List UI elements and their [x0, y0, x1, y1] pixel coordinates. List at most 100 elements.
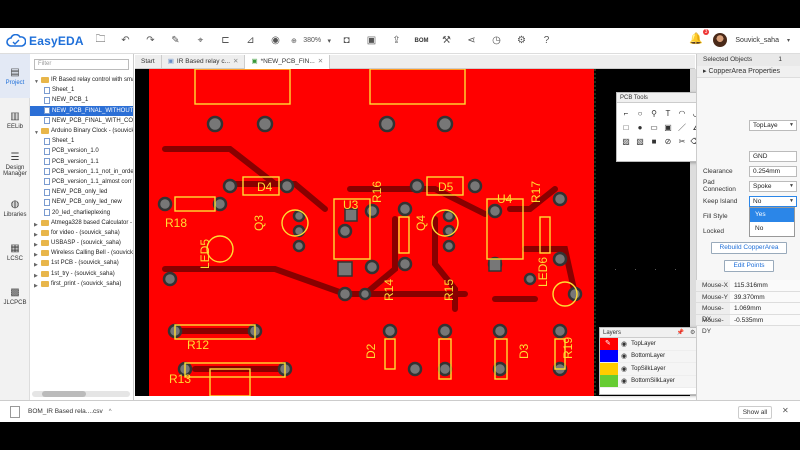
tree-item[interactable]: ▼Arduino Binary Clock - (souvick [30, 126, 133, 136]
zoom-icon[interactable]: ⊕380%▾ [291, 37, 331, 45]
chevron-down-icon[interactable]: ▾ [786, 37, 790, 44]
measure-icon[interactable]: ⊿ [246, 35, 255, 46]
tree-item[interactable]: NEW_PCB_FINAL_WITHOUT [30, 105, 133, 116]
tree-item[interactable]: ▶1st_try - (souvick_saha) [30, 269, 133, 279]
chevron-icon[interactable]: ▶ [34, 272, 38, 279]
fill-icon[interactable]: ▨ [622, 136, 630, 146]
tree-item[interactable]: ▶Atmega328 based Calculator - ( [30, 218, 133, 228]
tree-item[interactable]: NEW_PCB_only_led [30, 187, 133, 197]
rail-item-libraries[interactable]: ◍Libraries [0, 186, 30, 230]
rail-item-jlcpcb[interactable]: ▩JLCPCB [0, 274, 30, 318]
silk-label-d5[interactable]: D5 [438, 180, 454, 194]
tab-0[interactable]: Start [135, 55, 162, 69]
undo-icon[interactable]: ↶ [121, 35, 130, 46]
tree-item[interactable]: PCB_version_1.1_almost corr [30, 177, 133, 187]
tree-item[interactable]: ▶first_print - (souvick_saha) [30, 279, 133, 289]
filter-input[interactable]: Filter [34, 59, 129, 70]
export-icon[interactable]: ⇪ [392, 35, 401, 46]
camera-icon[interactable]: ◘ [343, 35, 350, 46]
tab-1[interactable]: ▣IR Based relay c...✕ [162, 55, 246, 69]
chevron-icon[interactable]: ▶ [34, 221, 38, 228]
tree-item[interactable]: ▶for video - (souvick_saha) [30, 228, 133, 238]
tree-item[interactable]: Sheet_1 [30, 85, 133, 95]
dropdown-option-yes[interactable]: Yes [750, 208, 794, 222]
silk-label-d3[interactable]: D3 [517, 343, 531, 359]
pad-icon[interactable]: ● [637, 122, 643, 132]
rail-item-design-manager[interactable]: ☰Design Manager [0, 142, 30, 186]
eye-icon[interactable]: ◉ [621, 365, 628, 373]
silk-label-r19[interactable]: R19 [561, 337, 575, 359]
chevron-icon[interactable]: ▼ [34, 130, 39, 137]
layer-row[interactable]: ✎◉TopLayer [600, 337, 712, 351]
silk-label-u4[interactable]: U4 [497, 192, 513, 206]
chevron-icon[interactable]: ▶ [34, 231, 38, 238]
chevron-icon[interactable]: ▼ [34, 79, 39, 86]
silk-label-r17[interactable]: R17 [529, 181, 543, 203]
chevron-icon[interactable]: ▶ [34, 242, 38, 249]
solid-icon[interactable]: ■ [651, 136, 657, 146]
tree-item[interactable]: ▼IR Based relay control with sma [30, 75, 133, 85]
close-icon[interactable]: ✕ [233, 58, 239, 65]
silk-label-led5[interactable]: LED5 [198, 239, 212, 269]
location-icon[interactable]: ⌖ [197, 35, 204, 46]
silk-label-led6[interactable]: LED6 [536, 257, 550, 287]
help-icon[interactable]: ? [543, 35, 550, 46]
silk-label-u3[interactable]: U3 [343, 198, 359, 212]
tab-2[interactable]: ▣*NEW_PCB_FIN...✕ [245, 55, 331, 69]
track-icon[interactable]: ⌐ [623, 108, 629, 118]
close-icon[interactable]: ✕ [782, 406, 789, 415]
dropdown-option-no[interactable]: No [755, 225, 764, 232]
tree-item[interactable]: PCB_version_1.1_not_in_orde [30, 167, 133, 177]
history-icon[interactable]: ◷ [492, 35, 501, 46]
clearance-input[interactable]: 0.254mm [749, 165, 797, 177]
tree-item[interactable]: Sheet_1 [30, 136, 133, 146]
rail-item-eelib[interactable]: ▥EELib [0, 98, 30, 142]
gear-icon[interactable]: ⚙ [517, 35, 526, 46]
share-icon[interactable]: ⋖ [467, 35, 476, 46]
tree-item[interactable]: ▶1st PCB - (souvick_saha) [30, 258, 133, 268]
arc2-icon[interactable]: ◡ [689, 106, 703, 120]
bom-icon[interactable]: BOM [414, 37, 429, 44]
layer-row[interactable]: ◉BottomLayer [600, 350, 712, 363]
image-icon[interactable]: ▣ [664, 122, 672, 132]
rebuild-copperarea-button[interactable]: Rebuild CopperArea [711, 242, 787, 254]
folder-icon[interactable]: 🗀 [95, 34, 106, 45]
layer-select[interactable]: TopLaye▼ [749, 119, 797, 131]
tree-item[interactable]: ▶USBASP - (souvick_saha) [30, 238, 133, 248]
silk-label-r13[interactable]: R13 [169, 372, 191, 386]
rail-item-lcsc[interactable]: ▦LCSC [0, 230, 30, 274]
chevron-icon[interactable]: ▶ [34, 282, 38, 289]
tree-item[interactable]: 20_led_charlieplexing [30, 207, 133, 217]
circle-icon[interactable]: ○ [637, 108, 643, 118]
tree-item[interactable]: ▶Wireless Calling Bell - (souvick [30, 248, 133, 258]
silk-label-r12[interactable]: R12 [187, 338, 209, 352]
bell-icon[interactable]: 🔔3 [689, 29, 710, 45]
layer-color-swatch[interactable] [600, 375, 618, 388]
pad-connection-select[interactable]: Spoke▼ [749, 180, 797, 192]
layer-row[interactable]: ◉TopSilkLayer [600, 362, 712, 376]
image-icon[interactable]: ▣ [366, 35, 377, 46]
user-name[interactable]: Souvick_saha [735, 36, 779, 44]
layers-header[interactable]: Layers 📌 ⚙ — [600, 328, 712, 338]
redo-icon[interactable]: ↷ [146, 35, 155, 46]
canvas-scrollbar[interactable] [690, 69, 696, 396]
download-file-name[interactable]: BOM_IR Based rela....csv [28, 408, 103, 415]
chevron-up-icon[interactable]: ^ [108, 408, 112, 415]
tree-item[interactable]: NEW_PCB_only_led_new [30, 197, 133, 207]
silk-label-q3[interactable]: Q3 [252, 215, 266, 231]
layer-color-swatch[interactable] [600, 362, 618, 375]
eye-icon[interactable]: ◉ [271, 35, 280, 46]
panel-controls-icon[interactable]: 📌 ⚙ — [676, 330, 709, 336]
pcb-board-svg[interactable]: D4D5U3U4Q3Q4R18R16R17LED5LED6R14R15D2D3R… [135, 69, 695, 396]
eye-icon[interactable]: ◉ [621, 378, 628, 386]
text-icon[interactable]: T [665, 108, 671, 118]
silk-label-r16[interactable]: R16 [370, 181, 384, 203]
close-icon[interactable]: ✕ [317, 58, 324, 65]
angle-icon[interactable]: ∠ [689, 120, 703, 134]
square-icon[interactable]: □ [623, 122, 629, 132]
fabrication-icon[interactable]: ⚒ [442, 35, 451, 46]
show-all-button[interactable]: Show all [738, 406, 772, 419]
eye-icon[interactable]: ◉ [621, 353, 628, 361]
silk-label-r14[interactable]: R14 [382, 279, 396, 301]
